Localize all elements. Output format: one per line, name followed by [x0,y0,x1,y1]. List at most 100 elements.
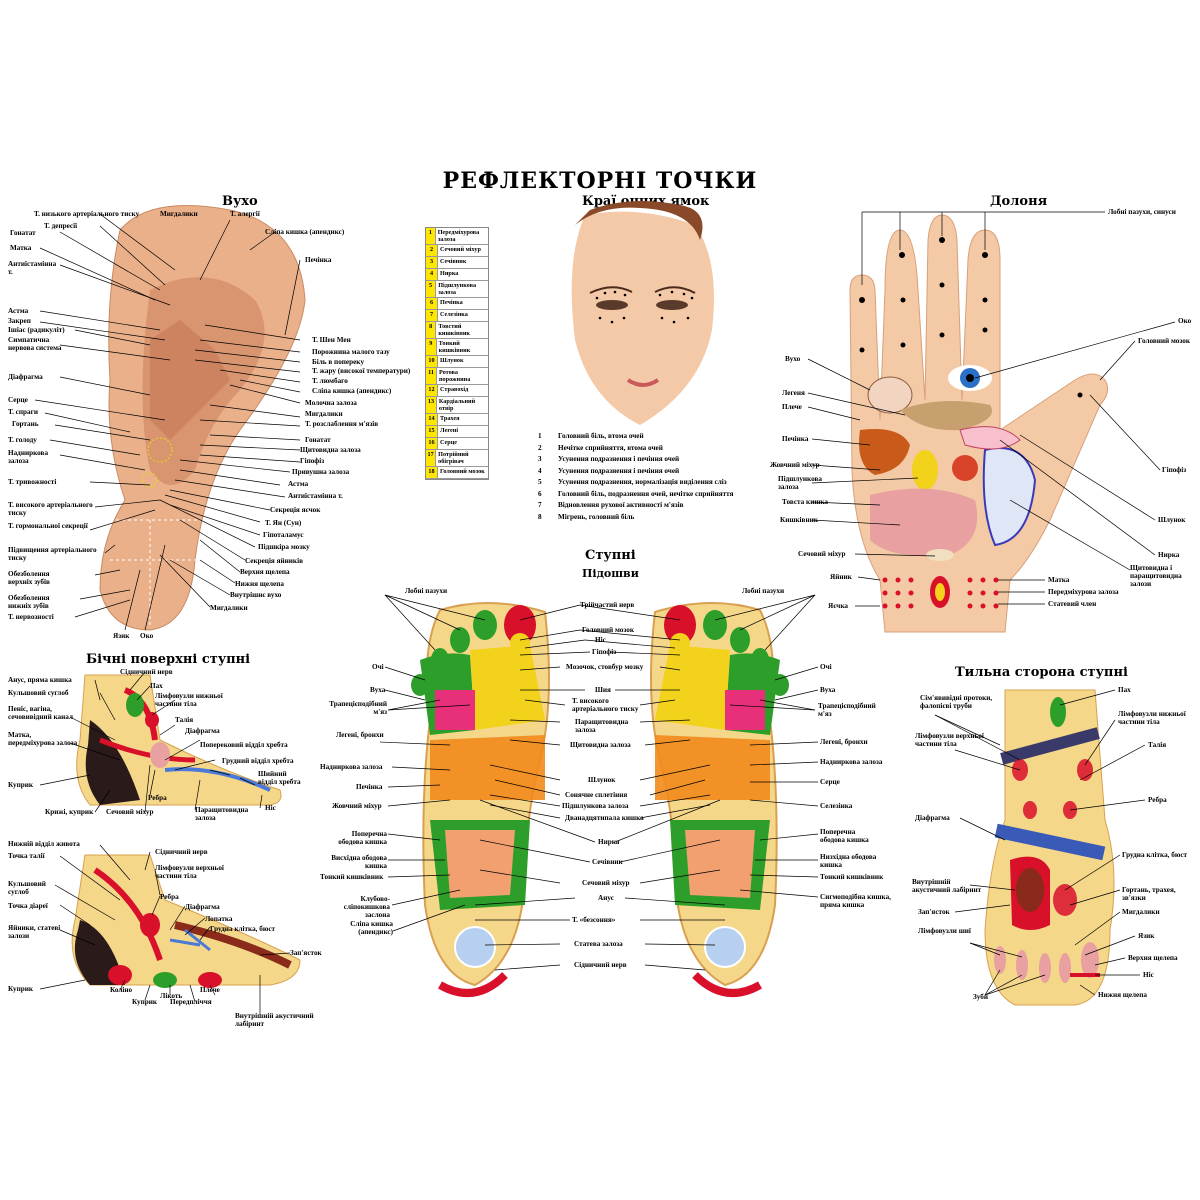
feet-title: Ступні [585,548,636,563]
dorsal-foot-illustration [984,689,1115,1006]
palm-label: Лобні пазухи, синуси [1108,208,1176,216]
ear-label: Язик [113,632,130,640]
ear-label: Т. високого артеріального тиску [8,501,93,517]
lateral-label: Сечовий міхур [106,808,154,816]
dorsal-label: Мигдалики [1122,908,1160,916]
palm-label: Око [1178,317,1192,325]
sole-right-label: Надниркова залоза [820,758,883,766]
palm-label: Жовчний міхур [770,461,820,469]
palm-label: Товста кишка [782,498,829,506]
sole-left-label: Вуха [370,686,386,694]
sole-center-label: Підшлункова залоза [562,802,629,810]
legend-number: 5 [426,281,437,297]
legend-number: 10 [426,356,438,367]
ear-label: Астма [288,480,309,488]
palm-label: Підшлункова залоза [778,475,822,491]
lateral-label: Ребра [160,893,179,901]
sole-center-label: Дванадцятипала кишка [565,814,644,822]
dorsal-label: Внутрішній акустичний лабіринт [912,878,982,894]
eye-list-text: Нечітке сприйняття, втома очей [558,443,663,452]
lateral-title: Бічні поверхні ступні [86,652,251,667]
ear-label: Астма [8,307,29,315]
legend-text: Шлунок [440,357,464,364]
ear-label: Щитовидна залоза [300,446,361,454]
sole-right-label: Поперечна ободова кишка [820,828,869,844]
dorsal-label: Нижня щелепа [1098,991,1147,999]
ear-label: Секреція яєчок [270,506,321,514]
sole-left-label: Тонкий кишківник [320,873,384,881]
lateral-label: Коліно [110,986,133,994]
page-title: РЕФЛЕКТОРНІ ТОЧКИ [442,168,758,194]
lateral-label: Ребра [148,794,167,802]
ear-label: Підшкіра мозку [258,543,310,551]
sole-center-label: Нирка [598,838,620,846]
sole-right-label: Низхідна ободова кишка [820,853,877,869]
ear-label: Серце [8,396,28,404]
legend-number: 12 [426,385,438,396]
ear-label: Гонатат [305,436,331,444]
sole-center-label: Паращитовидна залоза [575,718,629,734]
legend-number: 2 [426,245,438,256]
legend-number: 17 [426,450,437,466]
legend-text: Легені [440,427,459,434]
lateral-label: Нижній відділ живота [8,840,80,848]
ear-label: Т. Шен Мен [312,336,351,344]
sole-center-label: Головний мозок [582,626,634,634]
sole-center-label: Шия [595,686,611,694]
ear-label: Внутрішнє вухо [230,591,282,599]
lateral-label: Лікоть [160,992,183,1000]
ear-label: Закреп [8,317,31,325]
dorsal-label: Пах [1118,686,1131,694]
sole-left-label: Печінка [356,783,383,791]
legend-number: 1 [426,228,436,244]
ear-label: Гіпоталамус [263,531,304,539]
lateral-label: Куприк [132,998,158,1006]
sole-center-label: Сечовий міхур [582,879,630,887]
legend-text: Потрійний обігрівач [438,451,469,465]
ear-label: Молочна залоза [305,399,357,407]
legend-text: Нирка [440,270,459,277]
ear-label: Т. нервозності [8,613,54,621]
ear-label: Т. люмбаго [312,377,348,385]
sole-center-label: Шлунок [588,776,616,784]
legend-text: Трахея [440,415,460,422]
legend-number: 6 [426,298,438,309]
ear-label: Біль в поперекy [312,358,365,366]
legend-text: Селезінка [440,311,468,318]
palm-label: Шлунок [1158,516,1186,524]
sole-left-label: Надниркова залоза [320,763,383,771]
legend-text: Головний мозок [440,468,485,475]
lateral-label: Ніс [265,804,276,812]
legend-number: 11 [426,368,437,384]
ear-label: Підвищення артеріального тиску [8,546,97,562]
palm-label: Щитовидна і паращитовидна залози [1130,564,1182,588]
ear-label: Верхня щелепа [240,568,290,576]
dorsal-label: Язик [1138,932,1155,940]
legend-text: Передміхурова залоза [437,229,480,243]
lateral-bottom-foot-illustration [71,854,301,988]
legend-number: 3 [426,257,438,268]
palm-label: Нирка [1158,551,1180,559]
sole-center-label: Сонячне сплетіння [565,791,628,799]
lateral-label: Діафрагма [185,727,220,735]
lateral-label: Паращитовидна залоза [195,806,249,822]
lateral-label: Пеніс, вагіна, сечовивідний канал [8,705,73,721]
lateral-label: Куприк [8,781,34,789]
ear-label: Гортань [12,420,39,428]
palm-label: Яєчка [828,602,848,610]
sole-center-label: Ніс [595,636,606,644]
lateral-label: Кульшовий суглоб [8,880,46,896]
legend-text: Ротова порожнина [438,369,471,383]
eye-list-number: 1 [538,432,542,440]
palm-label: Передміхурова залоза [1048,588,1119,596]
ear-label: Порожнина малого тазу [312,348,390,356]
eye-list-text: Усунення подразнення і печіння очей [558,466,680,475]
palm-label: Печінка [782,435,809,443]
